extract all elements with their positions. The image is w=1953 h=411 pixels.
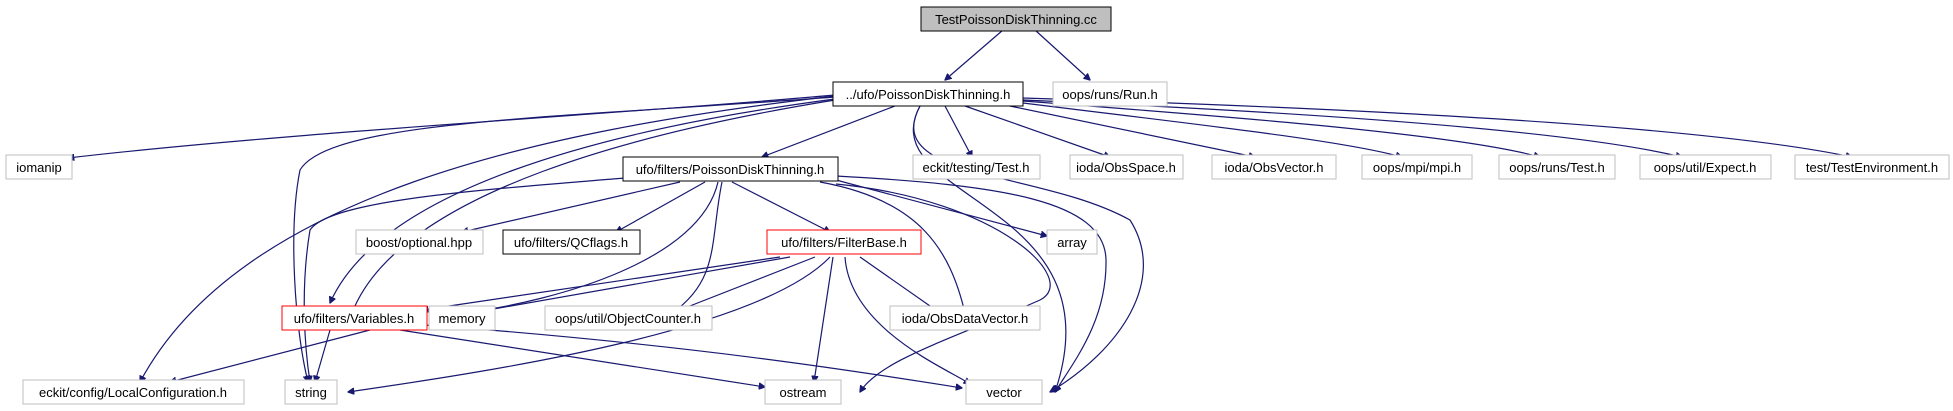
edge-filterbase-string — [348, 256, 831, 392]
node-array[interactable]: array — [1046, 229, 1098, 255]
node-iomanip[interactable]: iomanip — [5, 154, 73, 180]
node-oops-runs-run-h[interactable]: oops/runs/Run.h — [1052, 81, 1168, 107]
node-ioda-obsdatavector-h[interactable]: ioda/ObsDataVector.h — [889, 305, 1041, 331]
node-test-poisson-disk-thinning-cc[interactable]: TestPoissonDiskThinning.cc — [920, 6, 1112, 32]
node-label: oops/runs/Test.h — [1509, 160, 1604, 175]
node-label: ioda/ObsDataVector.h — [902, 311, 1028, 326]
node-oops-mpi-mpi-h[interactable]: oops/mpi/mpi.h — [1361, 154, 1473, 180]
edge-filterbase-variables — [422, 256, 781, 310]
node-label: TestPoissonDiskThinning.cc — [935, 12, 1097, 27]
node-label: ../ufo/PoissonDiskThinning.h — [846, 87, 1011, 102]
node-label: ufo/filters/FilterBase.h — [781, 235, 907, 250]
node-vector[interactable]: vector — [965, 379, 1043, 405]
edge-pdt-h-eckit-test — [944, 105, 972, 157]
node-ioda-obsvector-h[interactable]: ioda/ObsVector.h — [1211, 154, 1337, 180]
node-ufo-poisson-disk-thinning-h[interactable]: ../ufo/PoissonDiskThinning.h — [832, 81, 1024, 107]
edge-pdt-h-localconfig — [140, 95, 836, 382]
edge-pdt-h-obsvector — [1004, 104, 1255, 157]
nodes: TestPoissonDiskThinning.cc ../ufo/Poisso… — [5, 6, 1950, 405]
edges — [68, 29, 1852, 392]
edge-filters-pdt-boost-opt — [462, 181, 681, 232]
edge-filters-pdt-vector — [835, 175, 1107, 392]
node-label: oops/util/Expect.h — [1654, 160, 1757, 175]
node-filters-poisson-disk-thinning-h[interactable]: ufo/filters/PoissonDiskThinning.h — [622, 156, 839, 182]
edge-pdt-h-filters-pdt — [762, 105, 896, 157]
edge-pdt-h-vector — [913, 105, 1144, 392]
node-label: ostream — [780, 385, 827, 400]
edge-filters-pdt-obsdatavector — [819, 181, 965, 313]
node-label: eckit/testing/Test.h — [923, 160, 1030, 175]
edge-filterbase-ostream — [814, 256, 834, 382]
node-label: memory — [439, 311, 486, 326]
edge-filters-pdt-string — [303, 177, 626, 382]
node-label: ufo/filters/Variables.h — [294, 311, 414, 326]
edge-filters-pdt-objcounter — [672, 181, 723, 313]
node-boost-optional-hpp[interactable]: boost/optional.hpp — [355, 229, 484, 255]
edge-pdt-h-obsspace — [964, 105, 1110, 157]
edge-root-pdt-h — [945, 29, 1004, 80]
node-label: ioda/ObsVector.h — [1224, 160, 1323, 175]
node-eckit-config-localconfiguration-h[interactable]: eckit/config/LocalConfiguration.h — [22, 379, 245, 405]
edge-filters-pdt-filterbase — [731, 181, 830, 232]
node-label: test/TestEnvironment.h — [1806, 160, 1938, 175]
edge-pdt-h-memory — [352, 99, 836, 313]
edge-pdt-h-testenv — [1022, 97, 1852, 157]
node-ioda-obsspace-h[interactable]: ioda/ObsSpace.h — [1069, 154, 1184, 180]
edge-filterbase-vector — [844, 256, 970, 384]
edge-filters-pdt-ostream — [835, 183, 1051, 392]
edge-pdt-h-ostream — [912, 105, 1067, 392]
node-test-testenvironment-h[interactable]: test/TestEnvironment.h — [1794, 154, 1950, 180]
edge-root-run-h — [1034, 29, 1090, 80]
edge-pdt-h-string — [293, 96, 836, 382]
edge-variables-ostream — [399, 329, 765, 387]
edge-filters-pdt-qcflags — [616, 181, 706, 232]
edge-variables-string — [315, 329, 331, 382]
edge-variables-localconfig — [170, 329, 371, 382]
edge-filters-pdt-memory — [465, 181, 719, 313]
node-label: boost/optional.hpp — [366, 235, 472, 250]
node-ufo-filters-variables-h[interactable]: ufo/filters/Variables.h — [281, 305, 428, 331]
node-oops-util-expect-h[interactable]: oops/util/Expect.h — [1639, 154, 1772, 180]
node-label: ioda/ObsSpace.h — [1076, 160, 1176, 175]
edge-filterbase-memory — [465, 256, 791, 314]
edge-filterbase-obsdatavector — [859, 256, 940, 313]
node-string[interactable]: string — [284, 379, 338, 405]
node-label: vector — [986, 385, 1022, 400]
node-eckit-testing-test-h[interactable]: eckit/testing/Test.h — [912, 154, 1041, 180]
node-oops-runs-test-h[interactable]: oops/runs/Test.h — [1498, 154, 1616, 180]
node-label: oops/mpi/mpi.h — [1373, 160, 1461, 175]
edge-pdt-h-variables — [330, 98, 836, 303]
edge-pdt-h-runs-test — [1022, 100, 1540, 157]
node-label: array — [1057, 235, 1087, 250]
node-ufo-filters-filterbase-h[interactable]: ufo/filters/FilterBase.h — [766, 229, 922, 255]
node-label: oops/util/ObjectCounter.h — [555, 311, 701, 326]
node-label: oops/runs/Run.h — [1062, 87, 1157, 102]
node-label: ufo/filters/PoissonDiskThinning.h — [636, 162, 825, 177]
node-label: iomanip — [16, 160, 62, 175]
node-ufo-filters-qcflags-h[interactable]: ufo/filters/QCflags.h — [502, 229, 641, 255]
edge-filters-pdt-array — [835, 179, 1047, 236]
edge-filterbase-objcounter — [672, 256, 816, 313]
node-oops-util-objectcounter-h[interactable]: oops/util/ObjectCounter.h — [544, 305, 713, 331]
node-label: eckit/config/LocalConfiguration.h — [39, 385, 227, 400]
node-label: ufo/filters/QCflags.h — [514, 235, 628, 250]
node-ostream[interactable]: ostream — [764, 379, 842, 405]
edge-variables-vector — [424, 324, 962, 388]
edge-pdt-h-mpi — [1022, 102, 1402, 157]
node-label: string — [295, 385, 327, 400]
node-memory[interactable]: memory — [428, 305, 496, 331]
